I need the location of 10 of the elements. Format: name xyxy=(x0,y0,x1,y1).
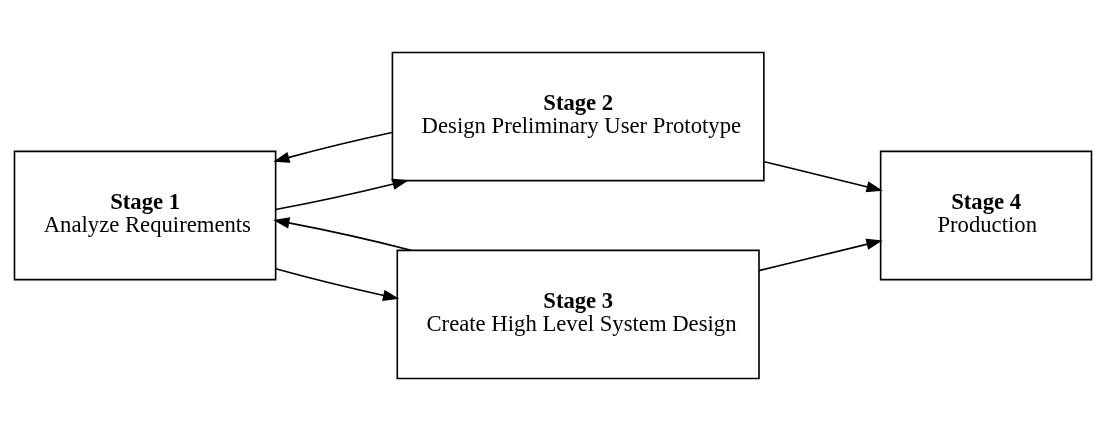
arrow xyxy=(273,131,393,163)
arrow xyxy=(274,267,400,301)
node-box: Stage 4 Production xyxy=(879,150,1093,280)
node-box: Stage 1 Analyze Requirements xyxy=(13,150,277,280)
arrow xyxy=(758,238,883,271)
arrow xyxy=(763,160,883,192)
node-box: Stage 2 Design Preliminary User Prototype xyxy=(391,51,765,181)
node-box: Stage 3 Create High Level System Design xyxy=(396,249,760,379)
arrow xyxy=(274,178,409,210)
arrow xyxy=(273,216,412,251)
